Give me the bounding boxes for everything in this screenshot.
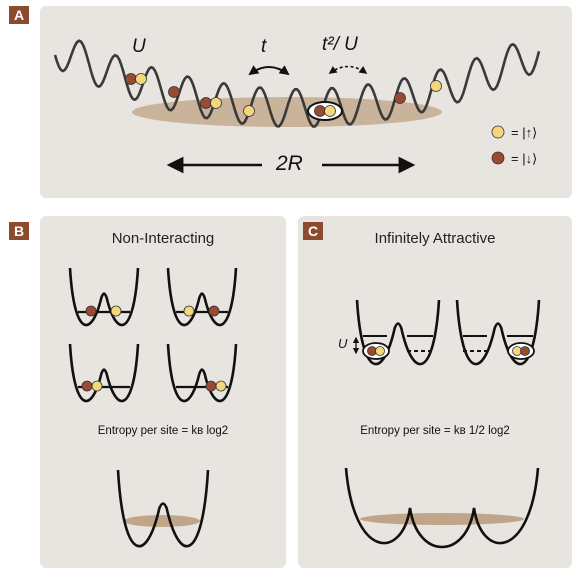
tunneling-arrow bbox=[248, 65, 290, 76]
atom-spin-down bbox=[394, 92, 406, 104]
legend-spin-down-dot bbox=[491, 151, 505, 165]
atom-spin-down bbox=[125, 73, 137, 85]
atom-spin-down bbox=[314, 105, 326, 117]
atom-spin-up bbox=[210, 97, 222, 109]
panel-c bbox=[298, 216, 572, 568]
panel-b bbox=[40, 216, 286, 568]
atom-spin-up bbox=[135, 73, 147, 85]
legend-spin-down-label: = |↓⟩ bbox=[511, 151, 538, 166]
legend-spin-up-label: = |↑⟩ bbox=[511, 125, 538, 140]
atom-spin-down bbox=[200, 97, 212, 109]
panel-b-title: Non-Interacting bbox=[111, 230, 215, 247]
atom-spin-up bbox=[430, 80, 442, 92]
atom-spin-up bbox=[243, 105, 255, 117]
entropy-label-b: Entropy per site = kʙ log2 bbox=[97, 425, 229, 437]
paired-well-config bbox=[455, 299, 541, 366]
panel-c-title: Infinitely Attractive bbox=[374, 230, 496, 247]
panel-c-tag: C bbox=[303, 222, 323, 240]
cloud-size-label: 2R bbox=[276, 152, 303, 175]
paired-well-config bbox=[355, 299, 441, 366]
double-well-config bbox=[68, 267, 140, 327]
superexchange-arrow bbox=[328, 65, 368, 74]
double-well-config bbox=[68, 343, 140, 403]
superexchange-label: t²/ U bbox=[322, 34, 358, 55]
tunneling-label: t bbox=[261, 36, 267, 57]
atom-spin-up bbox=[324, 105, 336, 117]
panel-a-tag: A bbox=[9, 6, 29, 24]
double-well-config bbox=[166, 343, 238, 403]
pair-energy-label: U bbox=[338, 336, 348, 351]
interaction-label: U bbox=[132, 36, 146, 57]
lattice-potential bbox=[53, 39, 541, 128]
double-well-config bbox=[166, 267, 238, 327]
panel-b-tag: B bbox=[9, 222, 29, 240]
multi-well bbox=[344, 467, 540, 549]
legend-spin-up-dot bbox=[491, 125, 505, 139]
single-double-well bbox=[116, 469, 210, 548]
entropy-label-c: Entropy per site = kʙ 1/2 log2 bbox=[360, 425, 510, 437]
atom-spin-down bbox=[168, 86, 180, 98]
